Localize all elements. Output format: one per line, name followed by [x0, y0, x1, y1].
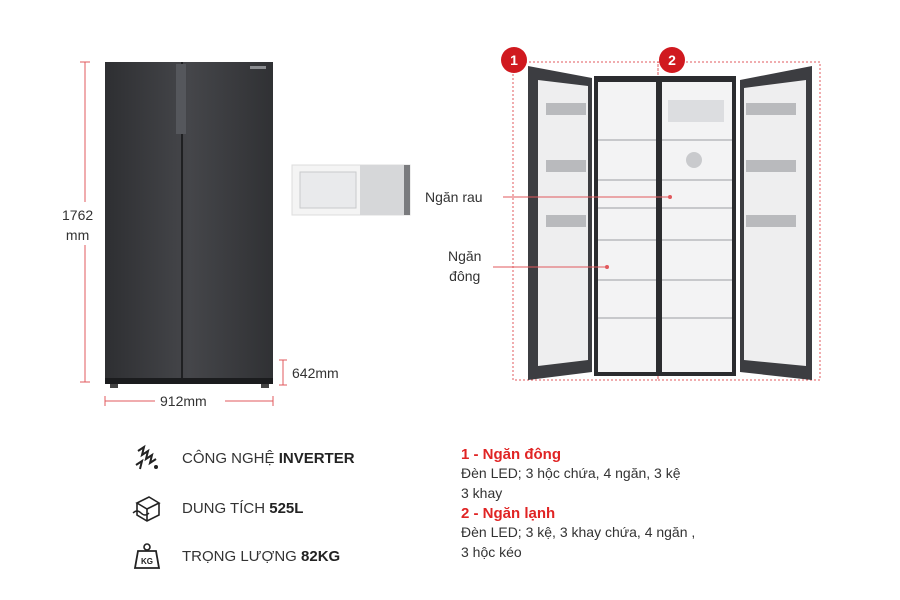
freezer-callout-line2: đông	[449, 268, 481, 284]
compartment-freezer-line2: 3 khay	[461, 485, 503, 501]
spec-weight-text: TRỌNG LƯỢNG 82KG	[182, 547, 341, 565]
compartment-fridge-line2: 3 hộc kéo	[461, 544, 522, 560]
spec-capacity: DUNG TÍCH 525L	[130, 491, 303, 525]
compartment-fridge-title: 2 - Ngăn lạnh	[461, 505, 556, 522]
freezer-badge: 1	[501, 47, 527, 73]
spec-inverter: CÔNG NGHỆ INVERTER	[130, 441, 355, 475]
compartment-freezer-info: 1 - Ngăn đông Đèn LED; 3 hộc chứa, 4 ngă…	[461, 446, 681, 503]
weight-kg-icon: KG	[130, 539, 164, 573]
svg-text:KG: KG	[141, 557, 153, 566]
compartment-freezer-line1: Đèn LED; 3 hộc chứa, 4 ngăn, 3 kệ	[461, 465, 681, 481]
compartment-fridge-line1: Đèn LED; 3 kệ, 3 khay chứa, 4 ngăn ,	[461, 524, 696, 540]
height-unit: mm	[65, 227, 90, 243]
inverter-chip-icon	[130, 441, 164, 475]
capacity-box-icon	[130, 491, 164, 525]
fridge-badge: 2	[659, 47, 685, 73]
spec-weight: KG TRỌNG LƯỢNG 82KG	[130, 539, 340, 573]
vegetable-callout: Ngăn rau	[425, 189, 483, 205]
freezer-callout: Ngăn đông	[448, 246, 481, 286]
spec-inverter-text: CÔNG NGHỆ INVERTER	[182, 449, 355, 467]
compartment-fridge-info: 2 - Ngăn lạnh Đèn LED; 3 kệ, 3 khay chứa…	[461, 505, 695, 562]
freezer-callout-line1: Ngăn	[448, 248, 482, 264]
depth-dimension: 642mm	[292, 365, 339, 381]
spec-capacity-text: DUNG TÍCH 525L	[182, 499, 304, 517]
compartment-freezer-title: 1 - Ngăn đông	[461, 446, 561, 463]
width-dimension: 912mm	[160, 393, 207, 409]
height-value: 1762	[62, 207, 94, 223]
height-dimension: 1762 mm	[62, 205, 93, 245]
